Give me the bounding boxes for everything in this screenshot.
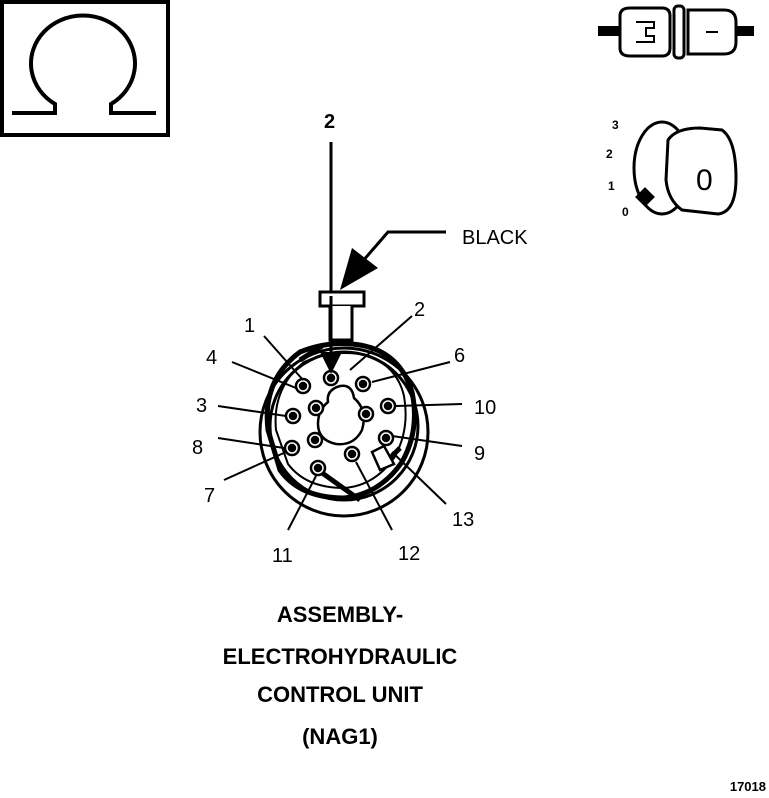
pin-label-10: 10	[474, 397, 496, 419]
wire-pin-label: 2	[324, 111, 335, 133]
ignition-key-icon: 3 2 1 0 0	[606, 118, 738, 219]
pin-label-7: 7	[204, 485, 215, 507]
pin-label-4: 4	[206, 347, 217, 369]
ignition-pos-1: 1	[608, 179, 615, 193]
ignition-key-label: 0	[696, 164, 713, 197]
pin-label-3: 3	[196, 395, 207, 417]
caption-line-4: (NAG1)	[302, 724, 378, 749]
pin-label-13: 13	[452, 509, 474, 531]
pin-label-2: 2	[414, 299, 425, 321]
pin-label-1: 1	[244, 315, 255, 337]
color-pointer-arrow	[340, 230, 446, 290]
figure-number: 17018	[730, 779, 766, 794]
ohm-icon	[0, 0, 170, 137]
component-caption: ASSEMBLY- ELECTROHYDRAULIC CONTROL UNIT …	[223, 602, 458, 749]
wire-color-label: BLACK	[462, 227, 528, 249]
ignition-pos-0: 0	[622, 205, 629, 219]
pin-label-8: 8	[192, 437, 203, 459]
pin-leader-lines	[217, 315, 463, 531]
pin-label-11: 11	[272, 545, 293, 567]
connector-pair-icon	[598, 4, 754, 60]
pin-label-6: 6	[454, 345, 465, 367]
pin-label-9: 9	[474, 443, 485, 465]
ignition-pos-2: 2	[606, 147, 613, 161]
ignition-pos-3: 3	[612, 118, 619, 132]
caption-line-3: CONTROL UNIT	[257, 682, 423, 707]
caption-line-1: ASSEMBLY-	[277, 602, 403, 627]
pin-label-12: 12	[398, 543, 420, 565]
connector-face	[258, 290, 430, 518]
caption-line-2: ELECTROHYDRAULIC	[223, 644, 458, 669]
